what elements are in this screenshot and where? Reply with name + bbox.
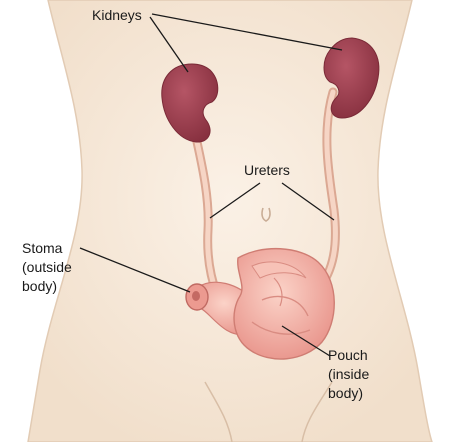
stoma-opening — [192, 291, 200, 301]
label-stoma-line: (outside — [22, 258, 72, 277]
label-ureters-text: Ureters — [244, 161, 290, 180]
label-ureters: Ureters — [244, 161, 290, 180]
label-pouch: Pouch (inside body) — [328, 346, 369, 403]
label-pouch-line: body) — [328, 384, 369, 403]
label-stoma: Stoma (outside body) — [22, 239, 72, 296]
label-kidneys: Kidneys — [92, 6, 142, 25]
label-pouch-line: Pouch — [328, 346, 369, 365]
label-kidneys-text: Kidneys — [92, 6, 142, 25]
label-pouch-line: (inside — [328, 365, 369, 384]
label-stoma-line: Stoma — [22, 239, 72, 258]
label-stoma-line: body) — [22, 277, 72, 296]
